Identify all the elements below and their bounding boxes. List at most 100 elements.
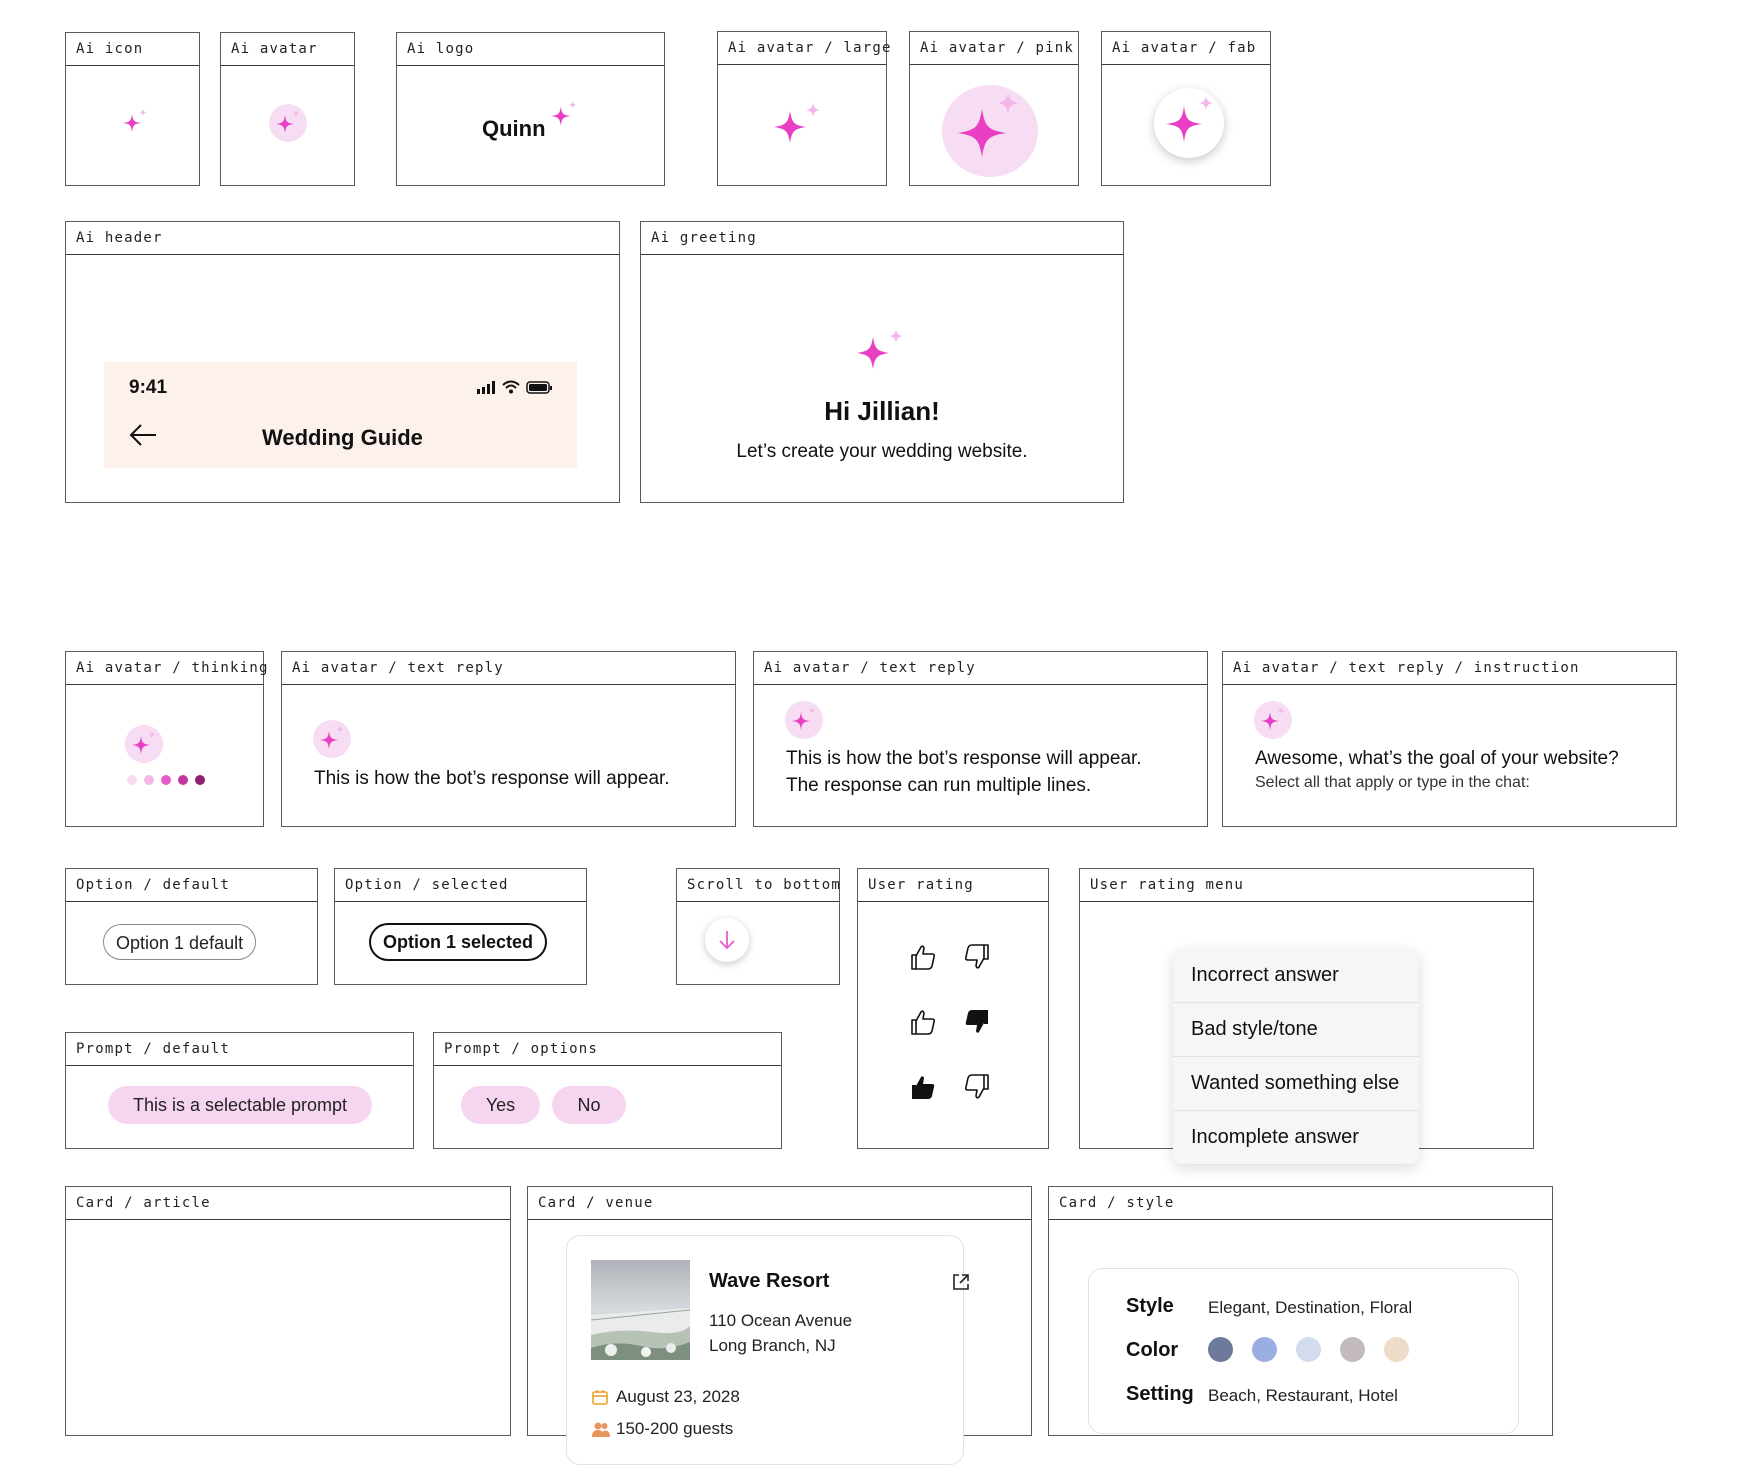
- selectable-prompt[interactable]: This is a selectable prompt: [108, 1086, 372, 1124]
- frame-title: Ai avatar / large: [718, 32, 891, 65]
- frame-title: Ai greeting: [641, 222, 1123, 255]
- frame-title: Option / selected: [335, 869, 586, 902]
- frame-title: Prompt / default: [66, 1033, 413, 1066]
- frame-title: Ai avatar / text reply: [282, 652, 735, 685]
- color-swatch: [1252, 1337, 1277, 1362]
- thumbs-down-filled-icon[interactable]: [962, 1007, 992, 1037]
- sparkle-icon: [853, 329, 909, 377]
- sparkle-icon: [132, 731, 156, 754]
- frame-option-default: Option / default Option 1 default: [65, 868, 318, 985]
- scroll-to-bottom-button[interactable]: [705, 918, 749, 962]
- prompt-yes-button[interactable]: Yes: [461, 1086, 540, 1124]
- frame-ai-icon: Ai icon: [65, 32, 200, 186]
- thumbs-up-outline-icon[interactable]: [908, 942, 938, 972]
- frame-title: User rating menu: [1080, 869, 1533, 902]
- color-swatches: [1208, 1337, 1428, 1367]
- option-chip-default[interactable]: Option 1 default: [103, 924, 257, 960]
- style-label: Style: [1126, 1295, 1174, 1317]
- ai-avatar: [269, 104, 307, 142]
- venue-photo: [590, 1260, 691, 1360]
- sparkle-icon: [549, 100, 579, 130]
- thumbs-down-outline-icon[interactable]: [962, 942, 992, 972]
- venue-name: Wave Resort: [709, 1270, 830, 1292]
- frame-user-rating-menu: User rating menu Incorrect answer Bad st…: [1079, 868, 1534, 1164]
- frame-option-selected: Option / selected Option 1 selected: [334, 868, 587, 985]
- sparkle-icon: [320, 726, 344, 749]
- color-swatch: [1208, 1337, 1233, 1362]
- option-chip-selected[interactable]: Option 1 selected: [369, 923, 548, 961]
- frame-ai-header: Ai header 9:41 Wedding Guide: [65, 221, 620, 503]
- frame-title: Ai avatar / fab: [1102, 32, 1270, 65]
- greeting-subtitle: Let’s create your wedding website.: [736, 441, 1028, 462]
- frame-title: Scroll to bottom: [677, 869, 840, 902]
- status-icons: [477, 379, 555, 395]
- color-label: Color: [1126, 1339, 1179, 1361]
- frame-title: Card / style: [1049, 1187, 1552, 1220]
- bot-reply-line-2: The response can run multiple lines.: [786, 775, 1092, 796]
- frame-ai-text-reply-instruction: Ai avatar / text reply / instruction Awe…: [1222, 651, 1677, 827]
- frame-title: Ai avatar: [221, 33, 354, 66]
- thinking-dots: [126, 773, 206, 787]
- thumbs-down-outline-icon[interactable]: [962, 1072, 992, 1102]
- menu-item-incorrect-answer[interactable]: Incorrect answer: [1191, 964, 1339, 986]
- menu-item-wanted-something-else[interactable]: Wanted something else: [1173, 1056, 1419, 1110]
- logo-wordmark: Quinn: [482, 116, 546, 141]
- calendar-icon: [592, 1389, 608, 1405]
- sparkle-icon: [1261, 707, 1285, 730]
- venue-card[interactable]: Wave Resort 110 Ocean Avenue Long Branch…: [566, 1235, 969, 1465]
- frame-prompt-default: Prompt / default This is a selectable pr…: [65, 1032, 414, 1149]
- menu-item-incomplete-answer[interactable]: Incomplete answer: [1173, 1110, 1419, 1164]
- frame-card-article: Card / article: [65, 1186, 511, 1436]
- ai-avatar: [785, 701, 823, 739]
- ai-avatar-pink: [942, 85, 1038, 177]
- external-link-icon[interactable]: [951, 1272, 971, 1292]
- guests-icon: [592, 1421, 610, 1437]
- bot-reply-text: This is how the bot’s response will appe…: [314, 768, 670, 789]
- frame-ai-avatar: Ai avatar: [220, 32, 355, 186]
- frame-title: Ai avatar / text reply: [754, 652, 1207, 685]
- frame-user-rating: User rating: [857, 868, 1049, 1149]
- venue-address-line-1: 110 Ocean Avenue: [709, 1311, 853, 1330]
- frame-prompt-options: Prompt / options Yes No: [433, 1032, 782, 1149]
- frame-title: Card / venue: [528, 1187, 1031, 1220]
- back-arrow-icon[interactable]: [128, 422, 158, 448]
- app-header: 9:41 Wedding Guide: [104, 362, 577, 468]
- frame-title: Option / default: [66, 869, 317, 902]
- frame-ai-text-reply-single: Ai avatar / text reply This is how the b…: [281, 651, 736, 827]
- ai-avatar: [125, 725, 163, 763]
- venue-address-line-2: Long Branch, NJ: [709, 1336, 836, 1355]
- color-swatch: [1340, 1337, 1365, 1362]
- thumbs-up-outline-icon[interactable]: [908, 1007, 938, 1037]
- frame-title: Ai avatar / thinking: [66, 652, 267, 685]
- frame-ai-logo: Ai logo Quinn: [396, 32, 665, 186]
- menu-item-bad-style-tone[interactable]: Bad style/tone: [1173, 1002, 1419, 1056]
- frame-card-venue: Card / venue Wave Resort: [527, 1186, 1032, 1465]
- frame-card-style: Card / style Style Elegant, Destination,…: [1048, 1186, 1553, 1436]
- prompt-no-button[interactable]: No: [552, 1086, 626, 1124]
- sparkle-icon: [768, 103, 824, 151]
- frame-ai-text-reply-multi: Ai avatar / text reply This is how the b…: [753, 651, 1208, 827]
- frame-scroll-to-bottom: Scroll to bottom: [676, 868, 840, 985]
- ai-avatar: [313, 720, 351, 758]
- frame-title: Ai header: [66, 222, 619, 255]
- frame-title: User rating: [858, 869, 1048, 902]
- arrow-down-icon: [719, 931, 735, 950]
- bot-reply-question: Awesome, what’s the goal of your website…: [1255, 748, 1619, 769]
- sparkle-icon: [958, 93, 1018, 157]
- style-card[interactable]: Style Elegant, Destination, Floral Color…: [1088, 1268, 1519, 1434]
- frame-ai-greeting: Ai greeting Hi Jillian! Let’s create you…: [640, 221, 1124, 503]
- frame-ai-avatar-pink: Ai avatar / pink: [909, 31, 1079, 186]
- thumbs-up-filled-icon[interactable]: [908, 1072, 938, 1102]
- ai-avatar: [1254, 701, 1292, 739]
- rating-menu: Incorrect answer Bad style/tone Wanted s…: [1173, 949, 1419, 1164]
- frame-title: Prompt / options: [434, 1033, 781, 1066]
- frame-title: Ai avatar / text reply / instruction: [1223, 652, 1676, 685]
- ai-fab-button[interactable]: [1154, 88, 1224, 158]
- style-value: Elegant, Destination, Floral: [1208, 1298, 1413, 1317]
- sparkle-icon: [1166, 96, 1213, 142]
- color-swatch: [1296, 1337, 1321, 1362]
- bot-reply-line-1: This is how the bot’s response will appe…: [786, 748, 1142, 769]
- frame-title: Ai avatar / pink: [910, 32, 1078, 65]
- frame-title: Card / article: [66, 1187, 510, 1220]
- frame-ai-avatar-fab: Ai avatar / fab: [1101, 31, 1271, 186]
